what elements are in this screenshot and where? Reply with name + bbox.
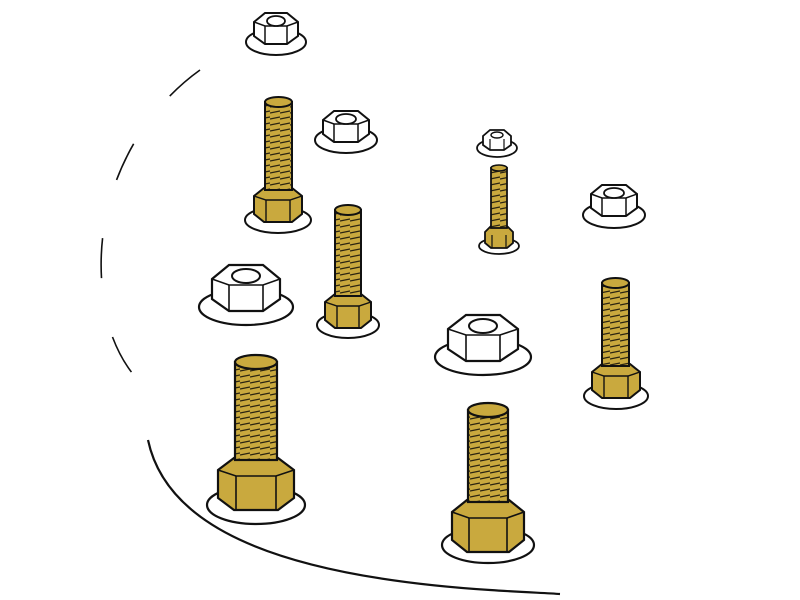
hex-nut-right [582,184,646,229]
hex-nut-large-center [433,313,533,377]
hex-nut-upper-mid [314,110,378,154]
hex-bolt-large-center [440,401,536,565]
plate-outline-arc [100,69,201,391]
hex-bolt-large-left [205,353,307,526]
hex-nut-top [245,12,307,56]
hex-nut-large-left [197,263,295,327]
plate-edge-arc [146,439,561,596]
hex-bolt-right [583,277,649,410]
hex-nut-small [476,129,518,158]
hex-bolt-mid [316,204,380,339]
hex-bolt-upper-left [244,96,312,234]
hex-bolt-small [478,164,520,255]
